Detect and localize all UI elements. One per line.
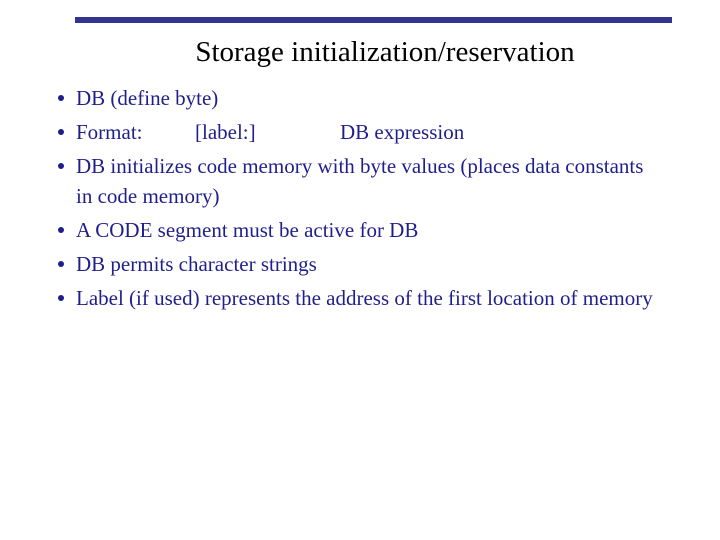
bullet-icon [58,261,64,267]
title-rule-divider [75,17,672,23]
bullet-icon [58,95,64,101]
bullet-text: A CODE segment must be active for DB [76,218,419,242]
bullet-icon [58,163,64,169]
bullet-text: Label (if used) represents the address o… [76,286,653,310]
list-item: Label (if used) represents the address o… [52,283,664,313]
format-expression: DB expression [340,120,465,144]
page-title: Storage initialization/reservation [195,36,575,68]
bullet-icon [58,227,64,233]
list-item: DB initializes code memory with byte val… [52,151,664,211]
list-item: A CODE segment must be active for DB [52,215,664,245]
bullet-text: DB initializes code memory with byte val… [76,154,644,208]
bullet-list: DB (define byte) Format: [label:] DB expre… [52,83,664,317]
list-item: DB permits character strings [52,249,664,279]
bullet-icon [58,129,64,135]
list-item: Format: [label:] DB expression [52,117,664,147]
bullet-icon [58,295,64,301]
format-label-placeholder: [label:] [195,120,256,144]
bullet-text: DB permits character strings [76,252,317,276]
format-keyword: Format: [76,120,143,144]
list-item: DB (define byte) [52,83,664,113]
bullet-text: DB (define byte) [76,86,219,110]
